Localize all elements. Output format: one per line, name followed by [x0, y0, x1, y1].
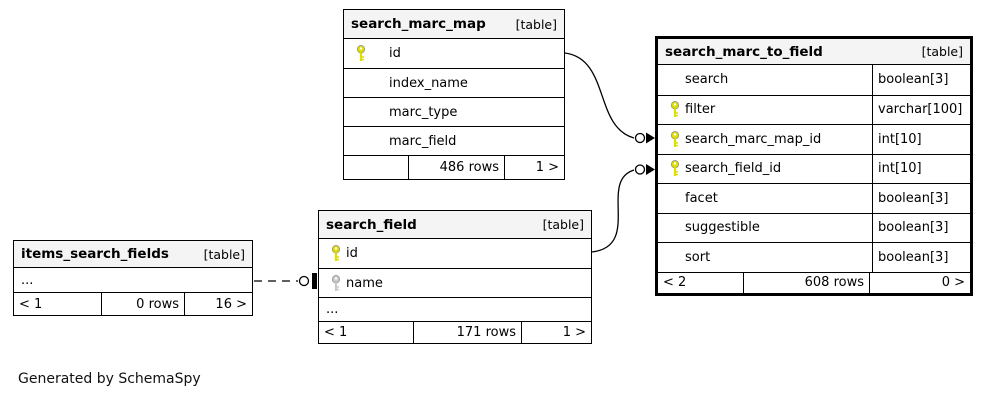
table-header[interactable]: search_field [table]: [319, 211, 591, 239]
columns-ellipsis-row[interactable]: ...: [319, 297, 591, 321]
column-type: boolean[3]: [872, 213, 970, 242]
footer-children: 16 >: [184, 293, 252, 315]
relationship-items-to-searchfield-implied: [254, 273, 317, 289]
footer-row-count: 486 rows: [408, 156, 504, 179]
column-row-marc-type[interactable]: marc_type: [344, 97, 564, 126]
column-name: suggestible: [685, 220, 760, 236]
table-tag: [table]: [542, 217, 584, 232]
generated-by-note: Generated by SchemaSpy: [18, 371, 201, 387]
column-name: name: [346, 275, 383, 291]
column-row-search-marc-map-id[interactable]: search_marc_map_id int[10]: [658, 124, 970, 154]
primary-key-icon: [670, 160, 685, 177]
footer-children: 1 >: [521, 322, 591, 343]
table-tag: [table]: [921, 44, 963, 59]
table-title: search_field: [326, 216, 417, 233]
table-tag: [table]: [203, 246, 245, 262]
column-row-name[interactable]: name: [319, 268, 591, 297]
table-footer: < 1 0 rows 16 >: [14, 292, 252, 315]
footer-children: 0 >: [869, 272, 970, 293]
column-name: id: [389, 46, 401, 61]
column-name: search_field_id: [685, 161, 782, 177]
table-title: search_marc_to_field: [665, 43, 823, 60]
ellipsis-label: ...: [326, 302, 339, 317]
column-type: boolean[3]: [872, 65, 970, 95]
column-row-suggestible[interactable]: suggestible boolean[3]: [658, 212, 970, 242]
unique-key-icon: [331, 274, 346, 292]
column-type: boolean[3]: [872, 243, 970, 272]
column-type: int[10]: [872, 154, 970, 183]
table-header[interactable]: search_marc_map [table]: [344, 10, 564, 39]
column-name: id: [346, 246, 358, 261]
column-name: search: [685, 72, 729, 88]
table-search-marc-to-field[interactable]: search_marc_to_field [table] search bool…: [655, 36, 973, 296]
column-row-sort[interactable]: sort boolean[3]: [658, 242, 970, 272]
footer-parents: < 1: [19, 296, 43, 312]
table-tag: [table]: [515, 16, 557, 32]
relationship-searchfield-to-marctofield: [591, 164, 655, 253]
column-name: sort: [685, 249, 711, 265]
table-footer: < 1 171 rows 1 >: [319, 321, 591, 343]
footer-parents: < 1: [324, 325, 348, 340]
column-row-id[interactable]: id: [344, 39, 564, 68]
table-footer: < 2 608 rows 0 >: [658, 271, 970, 293]
columns-ellipsis-row[interactable]: ...: [14, 268, 252, 292]
column-row-search[interactable]: search boolean[3]: [658, 65, 970, 95]
primary-key-icon: [670, 130, 685, 148]
footer-parents: < 2: [663, 275, 687, 291]
table-search-marc-map[interactable]: search_marc_map [table] id index_name ma…: [343, 9, 565, 180]
column-name: search_marc_map_id: [685, 131, 822, 147]
column-type: int[10]: [872, 125, 970, 154]
column-name: filter: [685, 102, 716, 118]
primary-key-icon: [356, 45, 389, 62]
column-row-search-field-id[interactable]: search_field_id int[10]: [658, 153, 970, 183]
table-title: search_marc_map: [351, 16, 486, 32]
column-name: index_name: [389, 75, 468, 91]
table-header[interactable]: search_marc_to_field [table]: [658, 39, 970, 65]
table-header[interactable]: items_search_fields [table]: [14, 241, 252, 268]
primary-key-icon: [670, 101, 685, 118]
column-row-filter[interactable]: filter varchar[100]: [658, 94, 970, 124]
footer-row-count: 171 rows: [413, 322, 521, 343]
table-items-search-fields[interactable]: items_search_fields [table] ... < 1 0 ro…: [13, 240, 253, 316]
footer-children: 1 >: [504, 156, 564, 179]
column-row-facet[interactable]: facet boolean[3]: [658, 183, 970, 213]
column-type: varchar[100]: [872, 95, 970, 124]
relationship-marcmap-to-marctofield: [564, 52, 655, 144]
column-name: marc_field: [389, 133, 457, 149]
column-name: facet: [685, 190, 718, 206]
column-name: marc_type: [389, 104, 458, 120]
footer-row-count: 0 rows: [101, 293, 184, 315]
footer-row-count: 608 rows: [743, 272, 869, 293]
column-row-id[interactable]: id: [319, 239, 591, 268]
column-row-marc-field[interactable]: marc_field: [344, 126, 564, 155]
column-row-index-name[interactable]: index_name: [344, 68, 564, 97]
column-type: boolean[3]: [872, 184, 970, 213]
footer-parents: [344, 156, 408, 179]
primary-key-icon: [331, 245, 346, 262]
table-title: items_search_fields: [21, 246, 169, 262]
table-search-field[interactable]: search_field [table] id name ... < 1 171…: [318, 210, 592, 344]
table-footer: 486 rows 1 >: [344, 155, 564, 179]
ellipsis-label: ...: [21, 272, 34, 288]
